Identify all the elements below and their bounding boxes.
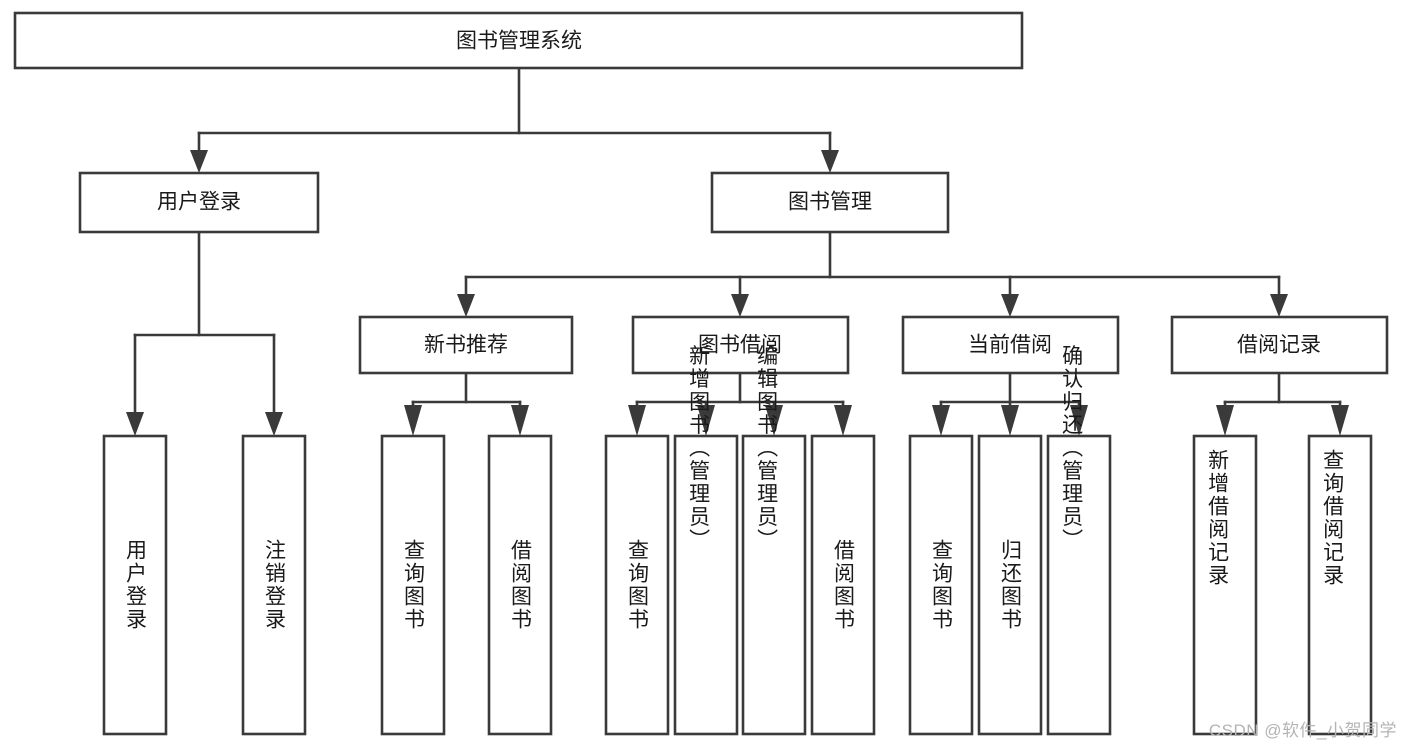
node-new-book-recommend[interactable]: 新书推荐 (358, 315, 574, 375)
leaf-cb-3-box[interactable] (1046, 434, 1112, 736)
node-root[interactable]: 图书管理系统 (13, 11, 1024, 70)
leaf-nbr-2-box[interactable] (487, 434, 553, 736)
leaf-br-2-label: 查询借阅记录 (1321, 449, 1345, 587)
arrow-head-leaf-bb-4 (834, 405, 852, 436)
node-borrow-record[interactable]: 借阅记录 (1170, 315, 1389, 375)
node-new-book-recommend-box[interactable] (358, 315, 574, 375)
connector-group-user-login (126, 230, 283, 436)
leaf-bb-2-box[interactable] (673, 434, 739, 736)
arrow-head-leaf-cb-3 (1070, 405, 1088, 436)
leaf-br-2-box[interactable] (1307, 434, 1373, 736)
connector-group-borrow-record (1216, 371, 1349, 436)
leaf-bb-1-box[interactable] (604, 434, 670, 736)
connector-group-book-manage (457, 230, 1288, 317)
arrow-head-leaf-br-1 (1216, 405, 1234, 436)
arrow-head-leaf-nbr-1 (404, 405, 422, 436)
arrow-head-leaf-br-2 (1331, 405, 1349, 436)
node-new-book-recommend-label: 新书推荐 (424, 334, 508, 357)
node-user-login[interactable]: 用户登录 (78, 171, 320, 234)
node-root-label: 图书管理系统 (456, 30, 582, 53)
leaf-node[interactable]: 借阅图书 (487, 434, 553, 736)
leaf-br-1-label: 新增借阅记录 (1206, 449, 1230, 587)
connector-group-root (190, 66, 839, 173)
leaf-node[interactable]: 查询图书 (380, 434, 446, 736)
leaf-node[interactable]: 新增借阅记录 (1192, 434, 1258, 736)
node-borrow-record-label: 借阅记录 (1237, 334, 1321, 357)
leaf-cb-2-label: 归还图书 (999, 539, 1023, 631)
arrow-head-leaf-bb-1 (628, 405, 646, 436)
leaf-bb-4-label: 借阅图书 (832, 539, 856, 631)
leaf-bb-1-label: 查询图书 (626, 539, 650, 631)
leaf-bb-4-box[interactable] (810, 434, 876, 736)
leaf-nbr-2-label: 借阅图书 (509, 539, 533, 631)
leaf-node[interactable]: 用户登录 (102, 434, 168, 736)
arrow-head-new-book-recommend (457, 294, 475, 317)
arrow-head-leaf-cb-2 (1001, 405, 1019, 436)
leaf-bb-3-label: 编辑图书（管理员） (755, 345, 779, 552)
node-user-login-label: 用户登录 (157, 191, 241, 214)
arrow-head-current-borrow (1001, 294, 1019, 317)
leaf-cb-1-box[interactable] (908, 434, 974, 736)
node-root-box[interactable] (13, 11, 1024, 70)
node-borrow-record-box[interactable] (1170, 315, 1389, 375)
arrow-head-book-borrow (731, 294, 749, 317)
leaf-user-login-1-box[interactable] (102, 434, 168, 736)
node-current-borrow-box[interactable] (901, 315, 1120, 375)
node-user-login-box[interactable] (78, 171, 320, 234)
arrow-head-leaf-user-login-2 (265, 412, 283, 436)
leaf-user-login-2-label: 注销登录 (263, 539, 287, 631)
arrow-head-leaf-nbr-2 (511, 405, 529, 436)
leaf-user-login-2-box[interactable] (241, 434, 307, 736)
arrow-head-leaf-user-login-1 (126, 412, 144, 436)
leaf-node[interactable]: 新增图书（管理员） (673, 345, 739, 736)
leaf-node[interactable]: 确认归还（管理员） (1046, 345, 1112, 736)
leaf-user-login-1-label: 用户登录 (124, 539, 148, 631)
leaf-cb-1-label: 查询图书 (930, 539, 954, 631)
arrow-head-book-manage (821, 150, 839, 173)
leaf-nbr-1-box[interactable] (380, 434, 446, 736)
node-book-manage-box[interactable] (710, 171, 950, 234)
connector-group-new-book-recommend (404, 371, 529, 436)
leaf-node[interactable]: 注销登录 (241, 434, 307, 736)
leaf-node[interactable]: 归还图书 (977, 434, 1043, 736)
arrow-head-user-login (190, 150, 208, 173)
leaf-node[interactable]: 查询借阅记录 (1307, 434, 1373, 736)
node-book-borrow[interactable]: 图书借阅 (631, 315, 850, 375)
node-book-manage[interactable]: 图书管理 (710, 171, 950, 234)
leaf-br-1-box[interactable] (1192, 434, 1258, 736)
node-current-borrow-label: 当前借阅 (968, 334, 1052, 357)
leaf-node[interactable]: 查询图书 (908, 434, 974, 736)
node-current-borrow[interactable]: 当前借阅 (901, 315, 1120, 375)
arrow-head-leaf-bb-3 (765, 405, 783, 436)
leaf-nbr-1-label: 查询图书 (402, 539, 426, 631)
leaf-node[interactable]: 查询图书 (604, 434, 670, 736)
node-book-manage-label: 图书管理 (788, 191, 872, 214)
leaf-bb-3-box[interactable] (741, 434, 807, 736)
leaf-cb-3-label: 确认归还（管理员） (1060, 345, 1084, 552)
connector-group-current-borrow (932, 371, 1088, 436)
node-book-borrow-label: 图书借阅 (698, 334, 782, 357)
connector-group-book-borrow (628, 371, 852, 436)
leaf-node[interactable]: 借阅图书 (810, 434, 876, 736)
node-book-borrow-box[interactable] (631, 315, 850, 375)
leaf-cb-2-box[interactable] (977, 434, 1043, 736)
leaf-node[interactable]: 编辑图书（管理员） (741, 345, 807, 736)
arrow-head-leaf-cb-1 (932, 405, 950, 436)
leaf-bb-2-label: 新增图书（管理员） (687, 345, 711, 552)
arrow-head-borrow-record (1270, 294, 1288, 317)
arrow-head-leaf-bb-2 (697, 405, 715, 436)
